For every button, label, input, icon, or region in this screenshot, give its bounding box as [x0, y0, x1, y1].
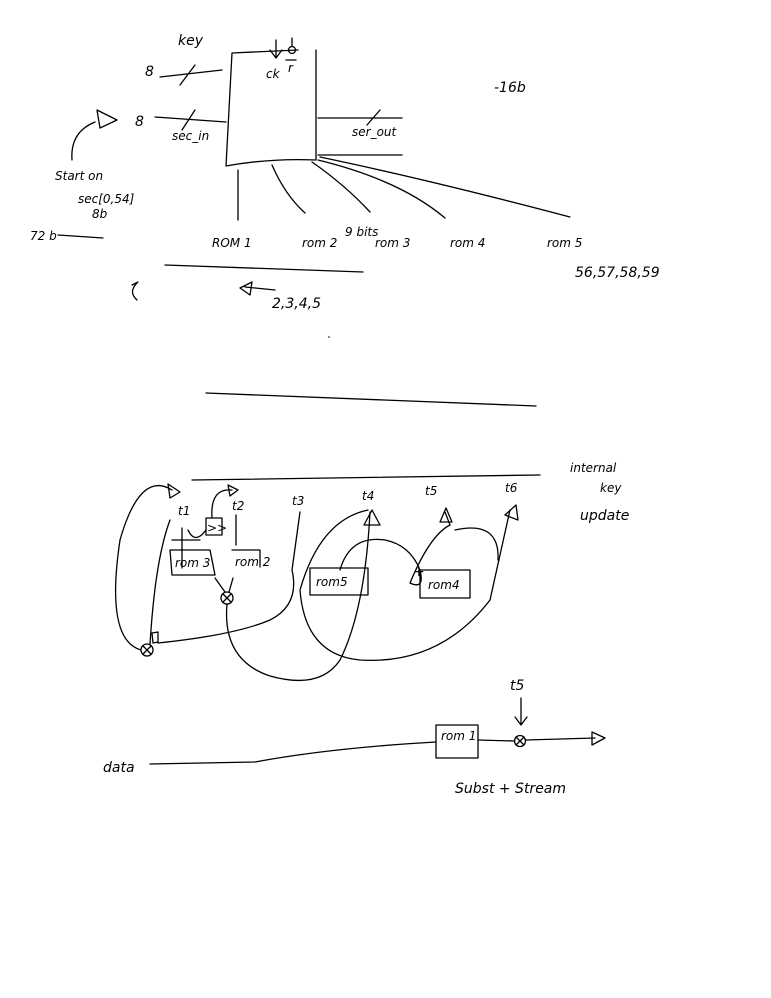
rom-wires — [237, 156, 571, 221]
tap-t4: t4 — [362, 489, 374, 503]
title-update: update — [580, 508, 629, 524]
output-arrow-icon — [525, 731, 606, 746]
rom4-label: rom 4 — [450, 236, 485, 250]
rom5-label: rom 5 — [547, 236, 582, 250]
rom1-box-label: rom 1 — [441, 729, 476, 743]
arrow-t5-icon — [439, 507, 453, 523]
rom1-label: ROM 1 — [212, 236, 252, 250]
rom3-box-label: rom 3 — [175, 556, 210, 570]
bits-note: 9 bits — [345, 225, 378, 239]
shift-box — [205, 517, 223, 536]
stream-caption: Subst + Stream — [455, 781, 566, 797]
arrow-t6-icon — [504, 504, 519, 521]
rom1-box — [435, 724, 479, 759]
start-note-range: sec[0,54] — [78, 192, 135, 206]
tap-t1: t1 — [178, 504, 190, 518]
sec-in-width: 8 — [135, 114, 144, 130]
sec-in-label: sec_in — [172, 129, 209, 143]
rom3-box — [169, 549, 216, 576]
rom2-box-label: rom 2 — [235, 555, 270, 569]
start-arrow-icon — [71, 109, 118, 161]
width-72-label: 72 b — [30, 229, 57, 243]
xor-icon — [513, 734, 527, 748]
divider — [205, 392, 537, 407]
curl-icon — [131, 281, 139, 301]
register-block: ck r — [225, 37, 317, 167]
plus-label: + — [413, 564, 425, 580]
key-width: 8 — [145, 64, 154, 80]
title-internal: internal — [570, 461, 617, 475]
key-label: key — [178, 33, 204, 49]
t5-label: t5 — [510, 678, 524, 694]
down-arrow-icon — [514, 697, 528, 726]
rom2-label: rom 2 — [302, 236, 337, 250]
rom3-label: rom 3 — [375, 236, 410, 250]
left-arrow-icon — [239, 281, 276, 296]
shift-label: >> — [207, 521, 227, 535]
tap-t5: t5 — [425, 484, 437, 498]
bits-2345: 2,3,4,5 — [272, 296, 321, 312]
rom5-box-label: rom5 — [316, 575, 348, 589]
size-note: -16b — [494, 80, 526, 96]
ser-out-bus — [317, 109, 403, 126]
arrow-t4-icon — [363, 509, 381, 526]
tap-t6: t6 — [505, 481, 518, 495]
data-line — [149, 741, 437, 765]
clock-arrow-icon — [269, 39, 283, 59]
rom5-bits: 56,57,58,59 — [575, 265, 660, 281]
reset-bubble-icon — [287, 45, 297, 55]
rom4-box-label: rom4 — [428, 578, 460, 592]
clk-label: ck — [266, 67, 281, 81]
sec-in-bus — [154, 109, 227, 131]
rom5-box — [309, 567, 369, 596]
key-bus — [159, 64, 223, 86]
start-note: Start on — [55, 169, 103, 183]
reset-label: r — [288, 61, 294, 75]
start-note-width: 8b — [92, 207, 108, 221]
tap-t2: t2 — [232, 499, 244, 513]
data-label: data — [103, 760, 135, 776]
title-key: key — [600, 481, 622, 495]
key-bus-line — [191, 474, 541, 481]
ser-out-label: ser_out — [352, 125, 398, 139]
tap-t3: t3 — [292, 494, 304, 508]
rom2-box — [231, 549, 261, 568]
